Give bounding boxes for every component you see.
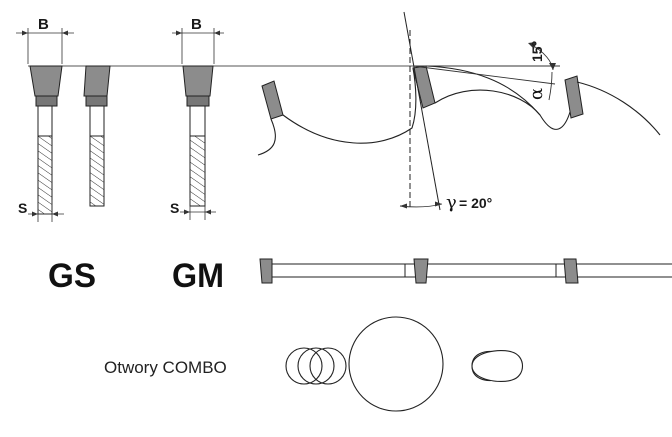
- combo-label: Otwory COMBO: [104, 358, 227, 377]
- gs-profile: B S: [16, 16, 111, 222]
- gs-label: GS: [48, 257, 96, 295]
- blade-edge-view: [259, 258, 672, 284]
- gm-label: GM: [172, 257, 224, 295]
- alpha-label: α: [526, 88, 547, 100]
- tooth-side-view: 15° α γ = 20°: [257, 11, 661, 213]
- s-label-gs: S: [18, 200, 27, 216]
- s-label-gm: S: [170, 200, 179, 216]
- b-label-gs: B: [38, 16, 49, 33]
- gamma-symbol: γ: [446, 192, 457, 213]
- gamma-value: = 20°: [459, 195, 492, 211]
- combo-holes: [285, 316, 524, 412]
- angle-15-label: 15°: [529, 41, 545, 62]
- gm-profile: B S: [170, 16, 224, 220]
- b-label-gm: B: [191, 16, 202, 33]
